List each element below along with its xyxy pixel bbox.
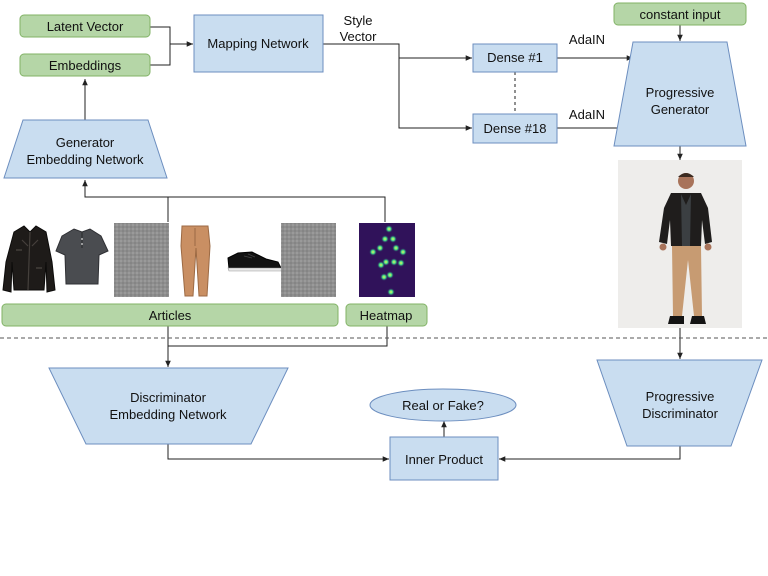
- arrow-heatmap-to-gen-embed: [168, 196, 386, 222]
- svg-text:Style: Style: [344, 13, 373, 28]
- svg-text:Inner Product: Inner Product: [405, 452, 483, 467]
- heatmap-label-box: Heatmap: [345, 303, 428, 327]
- arrow-disc-embed-to-inner: [167, 444, 389, 462]
- svg-text:Discriminator: Discriminator: [642, 406, 719, 421]
- real-or-fake-ellipse: Real or Fake?: [369, 388, 517, 422]
- generator-embedding-network: Generator Embedding Network: [3, 119, 168, 179]
- adain-label-2: AdaIN: [569, 107, 605, 122]
- articles-label-box: Articles: [1, 303, 339, 327]
- arrow-embeddings-to-mapping: [150, 44, 171, 66]
- article-image-jacket: [2, 225, 56, 293]
- svg-text:Progressive: Progressive: [646, 389, 715, 404]
- arrow-articles-to-gen-embed: [82, 180, 169, 222]
- svg-text:Mapping Network: Mapping Network: [207, 36, 309, 51]
- mapping-network-box: Mapping Network: [193, 14, 324, 73]
- arrow-disc-to-inner: [499, 446, 681, 462]
- svg-text:Embeddings: Embeddings: [49, 58, 122, 73]
- arrow-heatmap-to-disc-embed: [168, 326, 388, 347]
- svg-text:Real or Fake?: Real or Fake?: [402, 398, 484, 413]
- discriminator-embedding-network: Discriminator Embedding Network: [48, 367, 289, 445]
- svg-text:Latent Vector: Latent Vector: [47, 19, 124, 34]
- svg-text:Dense #18: Dense #18: [484, 121, 547, 136]
- svg-text:Vector: Vector: [340, 29, 378, 44]
- svg-text:Embedding Network: Embedding Network: [26, 152, 144, 167]
- svg-text:Generator: Generator: [651, 102, 710, 117]
- inner-product-box: Inner Product: [389, 436, 499, 481]
- generated-output-image: [618, 160, 742, 328]
- arrow-style-to-dense18: [398, 58, 472, 131]
- arrow-style-to-dense1: [323, 43, 472, 61]
- svg-text:Embedding Network: Embedding Network: [109, 407, 227, 422]
- svg-text:Progressive: Progressive: [646, 85, 715, 100]
- article-image-empty-1: [114, 223, 169, 297]
- progressive-generator: Progressive Generator: [613, 41, 747, 147]
- style-vector-label: Style Vector: [340, 13, 378, 44]
- progressive-discriminator: Progressive Discriminator: [596, 359, 763, 447]
- article-image-pants: [180, 225, 211, 297]
- dense-18-box: Dense #18: [472, 113, 558, 144]
- embeddings-box: Embeddings: [19, 53, 151, 77]
- constant-input-box: constant input: [613, 2, 747, 26]
- dense-1-box: Dense #1: [472, 43, 558, 73]
- svg-text:Dense #1: Dense #1: [487, 50, 543, 65]
- latent-vector-box: Latent Vector: [19, 14, 151, 38]
- svg-text:Discriminator: Discriminator: [130, 390, 207, 405]
- article-image-sneaker: [227, 251, 283, 272]
- arrow-latent-to-mapping: [150, 26, 193, 47]
- svg-text:Generator: Generator: [56, 135, 115, 150]
- adain-label-1: AdaIN: [569, 32, 605, 47]
- article-image-tshirt: [55, 228, 109, 285]
- svg-text:Articles: Articles: [149, 308, 192, 323]
- svg-text:Heatmap: Heatmap: [360, 308, 413, 323]
- svg-text:constant input: constant input: [640, 7, 721, 22]
- connectors: [82, 25, 683, 462]
- article-image-empty-2: [281, 223, 336, 297]
- heatmap-image: [359, 223, 415, 297]
